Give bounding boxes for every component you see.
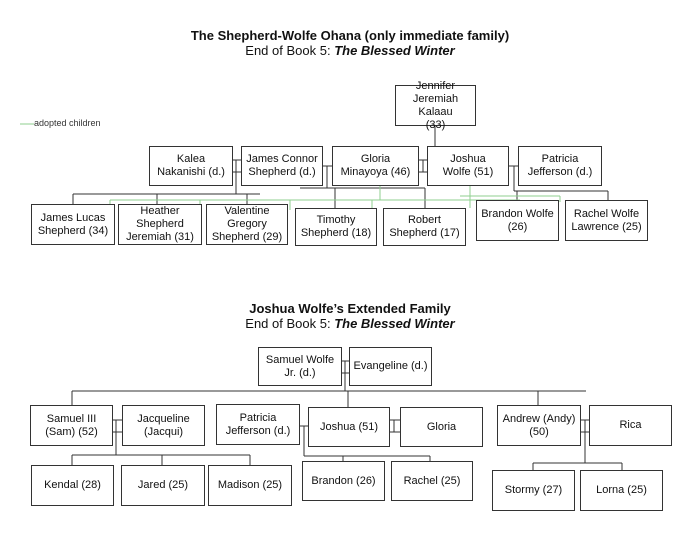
node-kalea: Kalea Nakanishi (d.) bbox=[149, 146, 233, 186]
node-andrew: Andrew (Andy) (50) bbox=[497, 405, 581, 446]
legend-label: adopted children bbox=[34, 118, 101, 128]
node-evangeline: Evangeline (d.) bbox=[349, 347, 432, 386]
legend: adopted children bbox=[34, 118, 101, 128]
node-james-connor: James Connor Shepherd (d.) bbox=[241, 146, 323, 186]
node-jacqueline: Jacqueline (Jacqui) bbox=[122, 405, 205, 446]
node-madison: Madison (25) bbox=[208, 465, 292, 506]
section1-subtitle: End of Book 5: The Blessed Winter bbox=[0, 43, 700, 58]
node-gloria-ext: Gloria bbox=[400, 407, 483, 447]
node-samuel-jr: Samuel Wolfe Jr. (d.) bbox=[258, 347, 342, 386]
node-gloria: Gloria Minayoya (46) bbox=[332, 146, 419, 186]
node-valentine: Valentine Gregory Shepherd (29) bbox=[206, 204, 288, 245]
node-rica: Rica bbox=[589, 405, 672, 446]
node-lorna: Lorna (25) bbox=[580, 470, 663, 511]
node-samuel-iii: Samuel III (Sam) (52) bbox=[30, 405, 113, 446]
node-jared: Jared (25) bbox=[121, 465, 205, 506]
node-heather: Heather Shepherd Jeremiah (31) bbox=[118, 204, 202, 245]
section2-subtitle: End of Book 5: The Blessed Winter bbox=[0, 316, 700, 331]
node-rachel: Rachel (25) bbox=[391, 461, 473, 501]
node-joshua: Joshua Wolfe (51) bbox=[427, 146, 509, 186]
node-timothy: Timothy Shepherd (18) bbox=[295, 208, 377, 246]
node-robert: Robert Shepherd (17) bbox=[383, 208, 466, 246]
node-brandon: Brandon (26) bbox=[302, 461, 385, 501]
section2-subtitle-prefix: End of Book 5: bbox=[245, 316, 335, 331]
node-brandon-wolfe: Brandon Wolfe (26) bbox=[476, 200, 559, 241]
section2-title: Joshua Wolfe’s Extended Family bbox=[249, 301, 451, 316]
section2-book-title: The Blessed Winter bbox=[334, 316, 455, 331]
section1-book-title: The Blessed Winter bbox=[334, 43, 455, 58]
node-joshua-ext: Joshua (51) bbox=[308, 407, 390, 447]
node-patricia: Patricia Jefferson (d.) bbox=[518, 146, 602, 186]
section1-title: The Shepherd-Wolfe Ohana (only immediate… bbox=[190, 28, 510, 43]
node-stormy: Stormy (27) bbox=[492, 470, 575, 511]
node-rachel-wolfe: Rachel Wolfe Lawrence (25) bbox=[565, 200, 648, 241]
node-patricia-jefferson: Patricia Jefferson (d.) bbox=[216, 404, 300, 445]
node-jennifer: Jennifer Jeremiah Kalaau (33) bbox=[395, 80, 476, 131]
node-james-lucas: James Lucas Shepherd (34) bbox=[31, 204, 115, 245]
node-kendal: Kendal (28) bbox=[31, 465, 114, 506]
section1-subtitle-prefix: End of Book 5: bbox=[245, 43, 335, 58]
